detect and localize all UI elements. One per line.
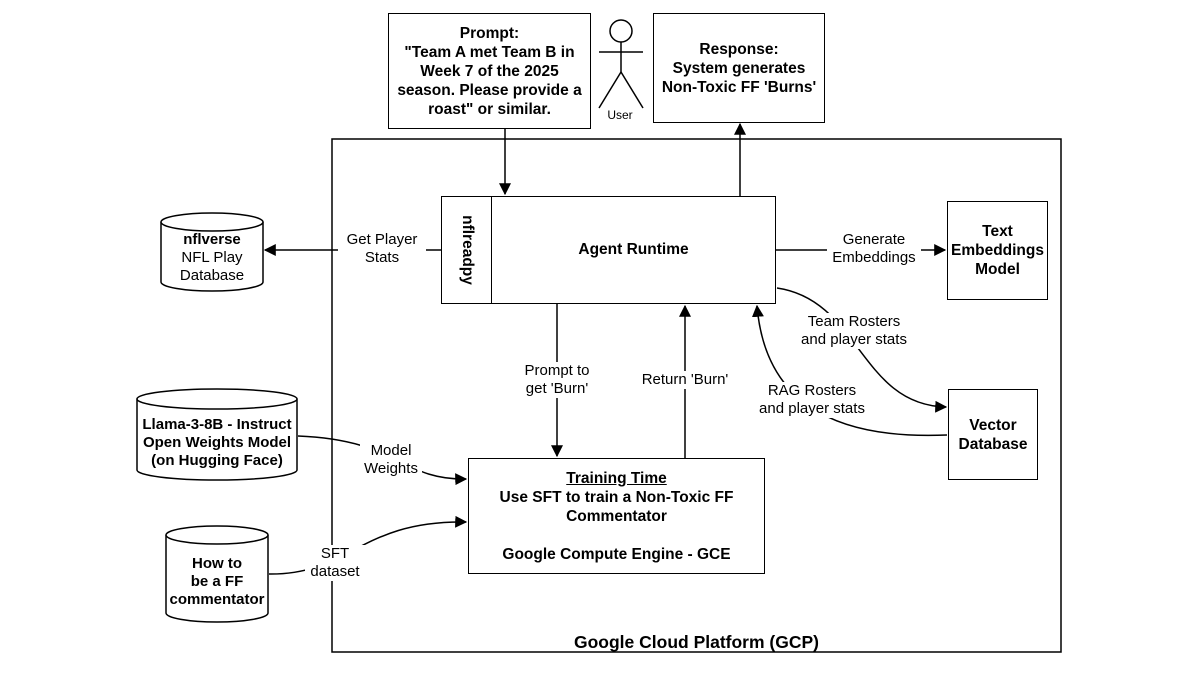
training-line: Commentator [566,507,667,525]
ff-commentator-line: be a FF [190,573,244,590]
model-weights-line: Weights [364,460,418,477]
model-weights-label: Model Weights [360,442,422,478]
agent-runtime-box: nflreadpy Agent Runtime [441,196,776,304]
rag-rosters-line: and player stats [759,400,865,417]
team-rosters-line: Team Rosters [807,313,901,330]
prompt-line: "Team A met Team B in [404,43,575,61]
nflverse-db: nflverse NFL Play Database [161,231,263,285]
prompt-box: Prompt: "Team A met Team B in Week 7 of … [388,13,591,129]
nflreadpy-label: nflreadpy [458,215,476,285]
llama-model-cylinder [136,388,298,481]
training-footer: Google Compute Engine - GCE [502,545,731,563]
vector-database-line: Database [958,435,1028,453]
ff-commentator-db-cylinder [165,525,269,623]
arrow-sft-dataset [268,515,468,575]
llama-model-line: Open Weights Model [142,434,292,451]
generate-embeddings-line: Generate [842,231,906,248]
user-label: User [607,108,633,122]
text-embeddings-line: Embeddings [950,242,1044,259]
vector-database-line: Vector [969,416,1017,434]
prompt-to-burn-label: Prompt to get 'Burn' [517,362,597,398]
arrow-team-rosters [776,287,948,413]
agent-runtime-label: Agent Runtime [578,241,689,258]
generate-embeddings-label: Generate Embeddings [827,231,921,267]
team-rosters-line: and player stats [801,331,907,348]
llama-model: Llama-3-8B - Instruct Open Weights Model… [137,416,297,470]
sft-dataset-line: SFT [320,545,350,562]
model-weights-line: Model [370,442,412,459]
text-embeddings-line: Model [975,261,1020,278]
rag-rosters-label: RAG Rosters and player stats [753,382,871,418]
gcp-label: Google Cloud Platform (GCP) [574,632,819,652]
training-line: Use SFT to train a Non-Toxic FF [499,488,734,506]
response-box: Response: System generates Non-Toxic FF … [653,13,825,123]
response-line: Non-Toxic FF 'Burns' [661,78,817,96]
prompt-line: season. Please provide a [397,81,582,99]
return-burn-label: Return 'Burn' [636,371,734,389]
prompt-to-burn-line: get 'Burn' [525,380,589,397]
generate-embeddings-line: Embeddings [832,249,916,266]
get-player-stats-line: Get Player [346,231,418,248]
nflverse-db-cylinder [160,212,264,292]
response-line: System generates [672,59,806,77]
nflverse-line: NFL Play [181,249,243,266]
prompt-line: roast" or similar. [428,100,551,118]
gcp-container [331,138,1062,653]
ff-commentator-line: commentator [169,591,265,608]
nflverse-line: Database [179,267,245,284]
team-rosters-label: Team Rosters and player stats [795,313,913,349]
get-player-stats-label: Get Player Stats [338,231,426,267]
get-player-stats-line: Stats [364,249,400,266]
llama-model-line: (on Hugging Face) [151,452,283,469]
sft-dataset-line: dataset [310,563,360,580]
prompt-title: Prompt: [459,24,520,42]
training-time-box: Training Time Use SFT to train a Non-Tox… [468,458,765,574]
training-title: Training Time [566,469,667,487]
user-icon [598,19,644,109]
nflreadpy-panel: nflreadpy [442,197,492,303]
ff-commentator-db: How to be a FF commentator [166,555,268,609]
rag-rosters-line: RAG Rosters [767,382,857,399]
ff-commentator-line: How to [192,555,242,572]
nflverse-title: nflverse [183,231,241,248]
sft-dataset-label: SFT dataset [305,545,365,581]
response-title: Response: [699,40,779,58]
text-embeddings-model-box: Text Embeddings Model [947,201,1048,300]
llama-model-line: Llama-3-8B - Instruct [142,416,292,433]
prompt-to-burn-line: Prompt to [524,362,590,379]
prompt-line: Week 7 of the 2025 [420,62,559,80]
vector-database-box: Vector Database [948,389,1038,480]
text-embeddings-line: Text [982,223,1013,240]
